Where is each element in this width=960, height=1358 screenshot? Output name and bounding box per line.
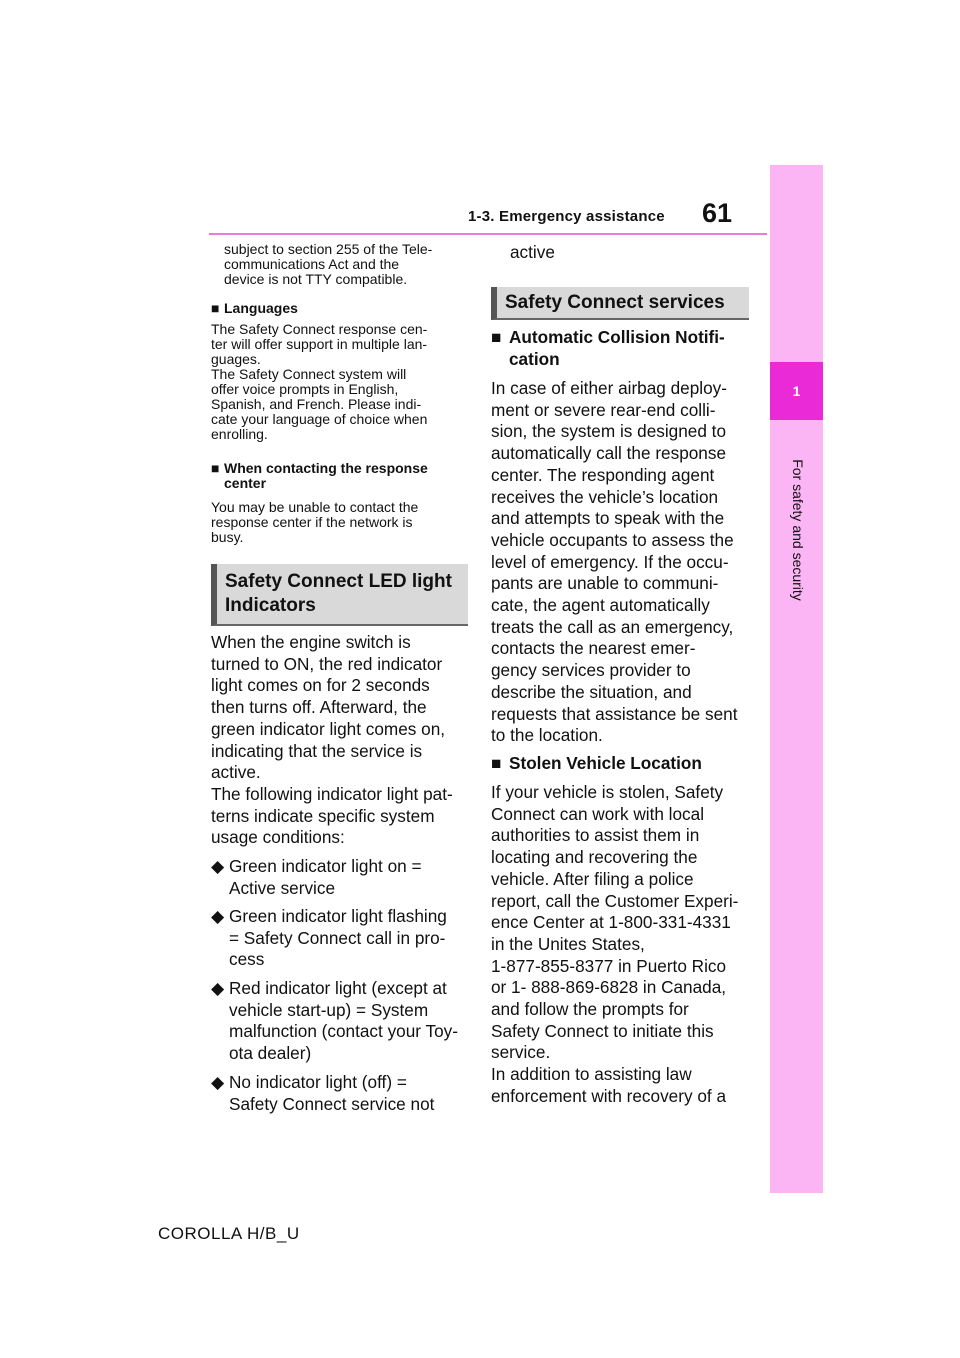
languages-text: The Safety Connect response cen- ter wil… [211,321,428,442]
chapter-title: For safety and security [790,459,806,601]
acn-heading: ■ Automatic Collision Notifi- cation [491,327,725,369]
continued-text: active [510,242,555,262]
stolen-heading: ■ Stolen Vehicle Location [491,753,702,773]
stolen-text: If your vehicle is stolen, Safety Connec… [491,782,739,1106]
page-number: 61 [702,198,733,228]
square-bullet-icon: ■ [211,460,220,476]
languages-heading: ■ Languages [211,300,298,316]
list-item: ◆ Green indicator light flashing = Safet… [211,906,447,970]
acn-text: In case of either airbag deploy- ment or… [491,378,738,746]
contacting-text: You may be unable to contact the respons… [211,499,419,545]
square-bullet-icon: ■ [491,753,502,773]
led-section-heading: Safety Connect LED light Indicators [211,564,468,626]
list-item: ◆ Red indicator light (except at vehicle… [211,978,458,1064]
services-section-heading: Safety Connect services [491,287,749,320]
intro-note: subject to section 255 of the Tele- comm… [224,241,433,287]
diamond-bullet-icon: ◆ [211,1072,225,1092]
section-title: 1-3. Emergency assistance [468,208,665,225]
contacting-heading: ■ When contacting the response center [211,460,428,491]
diamond-bullet-icon: ◆ [211,978,225,998]
diamond-bullet-icon: ◆ [211,906,225,926]
chapter-side-tab [770,165,823,1193]
list-item: ◆ Green indicator light on = Active serv… [211,856,422,898]
chapter-number: 1 [770,362,823,420]
square-bullet-icon: ■ [211,300,220,316]
header-divider [209,233,767,235]
model-footer: COROLLA H/B_U [158,1224,300,1243]
list-item: ◆ No indicator light (off) = Safety Conn… [211,1072,435,1114]
led-section-text: When the engine switch is turned to ON, … [211,632,453,848]
square-bullet-icon: ■ [491,327,502,347]
diamond-bullet-icon: ◆ [211,856,225,876]
